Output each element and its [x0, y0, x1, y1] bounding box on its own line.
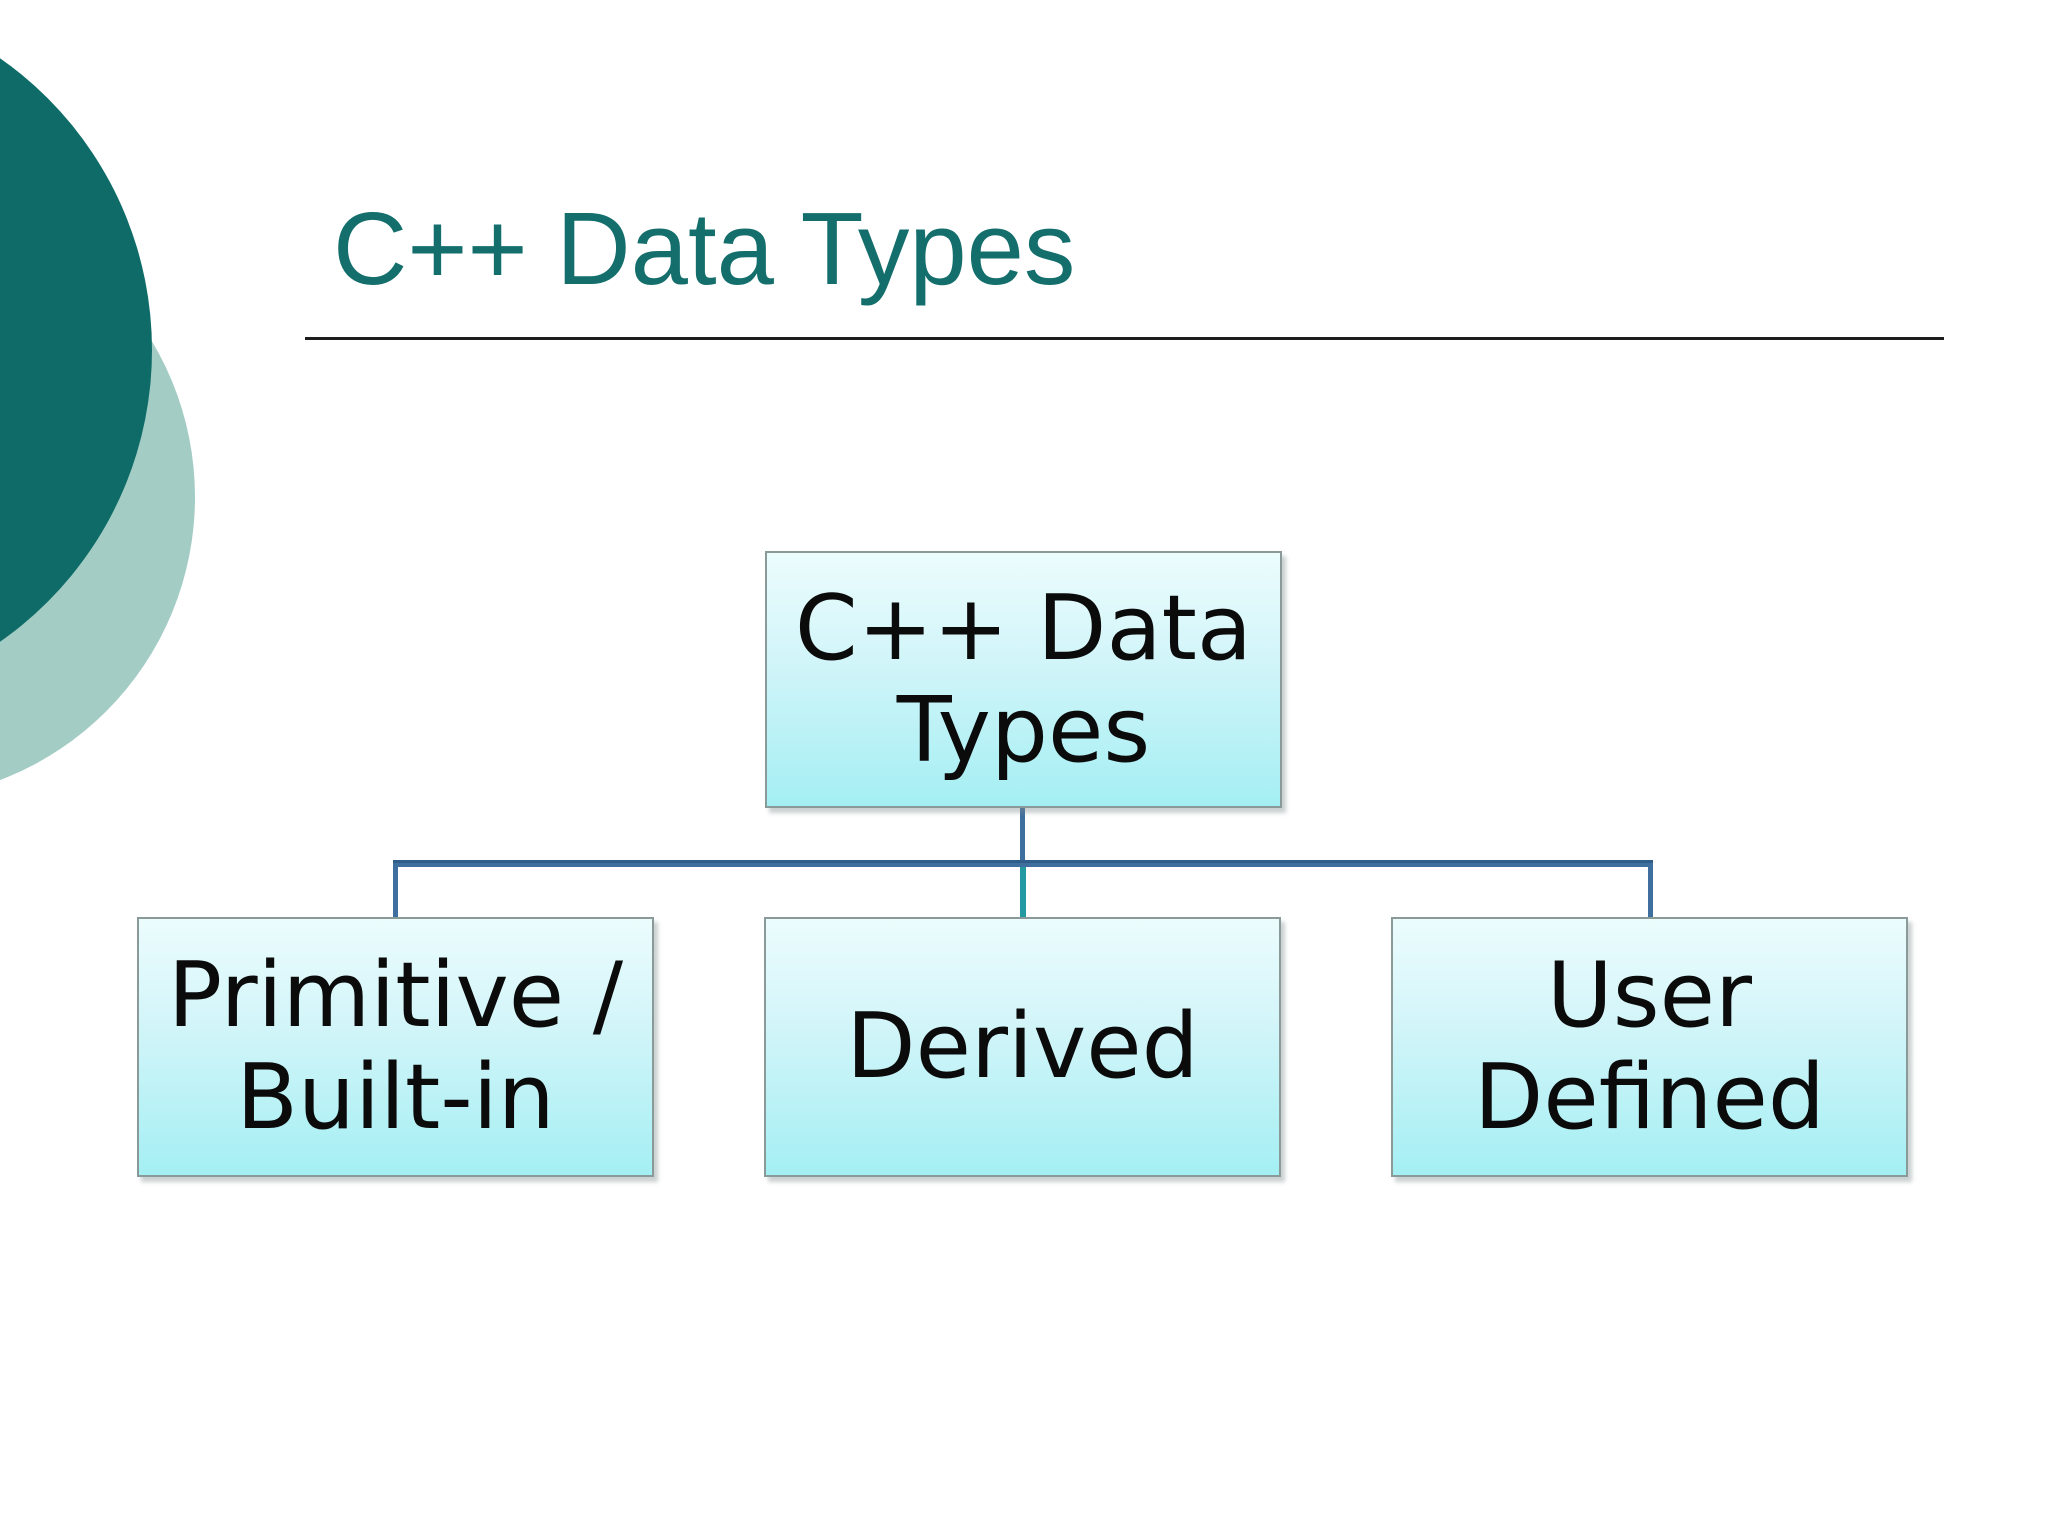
diagram-node-root: C++ Data Types: [765, 551, 1282, 808]
diagram-node-user-defined: User Defined: [1391, 917, 1908, 1177]
diagram-node-user-defined-label: User Defined: [1474, 943, 1825, 1150]
connector-drop-middle: [1020, 867, 1026, 917]
connector-drop-right: [1648, 867, 1653, 917]
connector-horizontal-bar: [393, 860, 1653, 867]
diagram-node-derived-label: Derived: [846, 994, 1199, 1100]
diagram-node-primitive: Primitive / Built-in: [137, 917, 654, 1177]
connector-drop-left: [393, 867, 398, 917]
diagram-node-primitive-label: Primitive / Built-in: [167, 943, 624, 1150]
diagram-node-root-label: C++ Data Types: [794, 575, 1253, 783]
title-underline: [305, 337, 1944, 340]
slide-title: C++ Data Types: [333, 191, 1076, 306]
connector-stem: [1020, 806, 1025, 862]
diagram-node-derived: Derived: [764, 917, 1281, 1177]
